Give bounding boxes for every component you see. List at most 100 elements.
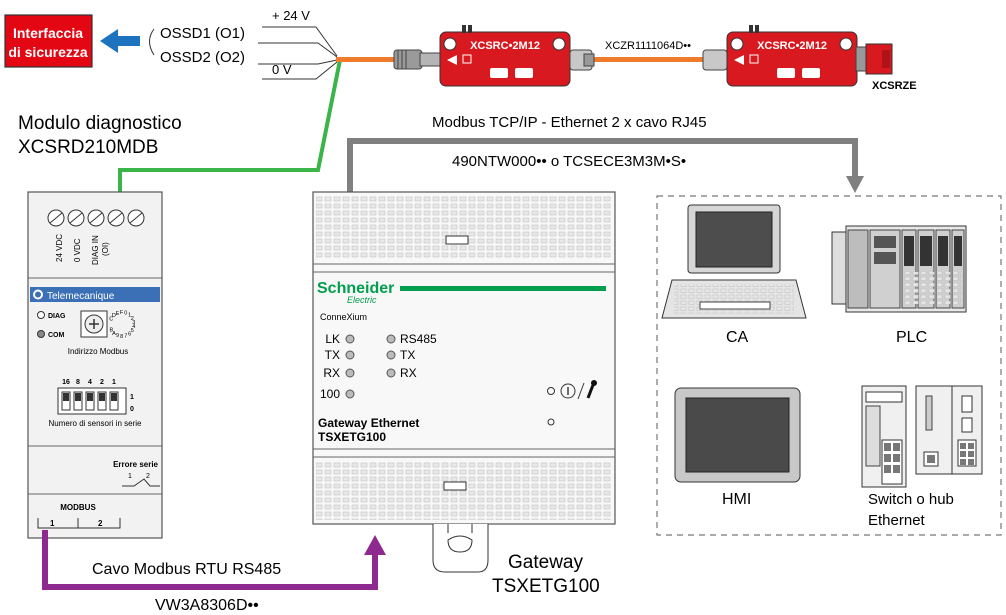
dip-on-label: 1 — [130, 394, 134, 401]
terminal-diag-in: DIAG IN — [91, 235, 100, 265]
dip-value-1: 1 — [112, 379, 116, 386]
hex-dial-digit: D — [112, 313, 116, 319]
hex-dial-digit: 7 — [124, 333, 127, 339]
error-pin-2: 2 — [146, 473, 150, 480]
hex-dial-digit: 8 — [120, 334, 123, 340]
led-label-lk: LK — [325, 332, 340, 346]
ethernet-cable — [347, 138, 858, 192]
dip-value-8: 8 — [76, 379, 80, 386]
error-series-label: Errore serie — [113, 460, 158, 469]
hex-dial-digit: C — [109, 317, 113, 323]
diag-module-title: Modulo diagnostico — [18, 113, 182, 134]
m12-connector-left — [393, 49, 441, 70]
led-label-rx: RX — [323, 366, 340, 380]
hex-dial-digit: A — [112, 331, 116, 337]
sensor1-label: XCSRC•2M12 — [470, 40, 540, 52]
electric-logo-text: Electric — [347, 295, 377, 305]
plus24-label: + 24 V — [272, 8, 310, 23]
dip-value-16: 16 — [62, 379, 70, 386]
network-cable-ref: 490NTW000•• o TCSECE3M3M•S• — [452, 153, 686, 170]
device-label-hmi: HMI — [722, 491, 751, 508]
terminal-24vdc: 24 VDC — [55, 234, 64, 262]
safety-interface-box: Interfaccia di sicurezza — [4, 14, 93, 68]
hex-dial-digit: 0 — [124, 311, 127, 317]
orange-cable-1 — [336, 57, 396, 62]
diag-led-icon — [37, 311, 45, 319]
com-led-label: COM — [48, 332, 65, 339]
modbus-label: MODBUS — [60, 503, 96, 512]
led-label-rs-tx: TX — [400, 348, 415, 362]
hmi-icon — [674, 387, 801, 483]
hex-dial-digit: B — [109, 327, 113, 333]
led-label-rs-rx: RX — [400, 366, 417, 380]
connexium-label: ConneXium — [320, 312, 367, 322]
hex-dial-digit: 2 — [131, 316, 134, 322]
gateway-panel-title: Gateway Ethernet — [318, 416, 419, 430]
modbus-port-1: 1 — [50, 519, 55, 528]
plc-icon — [831, 225, 967, 313]
diag-module: 24 VDC 0 VDC DIAG IN (OI) Telemecanique … — [27, 191, 163, 539]
modbus-port-2: 2 — [98, 519, 103, 528]
modbus-cable — [42, 530, 378, 590]
gateway-caption-1: Gateway — [508, 552, 583, 573]
dip-values: 16 8 4 2 1 — [62, 379, 116, 386]
schneider-logo-text: Schneider — [317, 280, 394, 297]
switch-icon-1 — [861, 385, 907, 488]
relay-contact-icon — [122, 478, 160, 487]
modbus-cable-label: Cavo Modbus RTU RS485 — [92, 561, 281, 578]
safety-interface-line1: Interfaccia — [13, 25, 83, 41]
hex-dial-digit: 4 — [132, 324, 135, 330]
switch-icon-2 — [915, 385, 983, 475]
led-label-rs485: RS485 — [400, 332, 437, 346]
diag-led-label: DIAG — [48, 313, 66, 320]
rotary-switch-icon[interactable] — [80, 310, 108, 338]
hex-dial-digit: E — [116, 311, 120, 317]
device-label-ca: CA — [726, 329, 749, 346]
diag-module-model: XCSRD210MDB — [18, 137, 158, 158]
sensor2-label: XCSRC•2M12 — [757, 40, 827, 52]
safety-sensor-1: XCSRC•2M12 — [439, 25, 595, 87]
computer-icon — [661, 204, 807, 319]
brand-band — [30, 287, 160, 302]
screw-terminals — [47, 209, 145, 227]
led-label-tx: TX — [325, 348, 340, 362]
reset-hole-icon — [547, 418, 555, 426]
dip-off-label: 0 — [130, 406, 134, 413]
device-label-plc: PLC — [896, 329, 927, 346]
com-led-icon — [37, 330, 45, 338]
terminal-oi: (OI) — [101, 242, 110, 256]
device-label-switch-2: Ethernet — [868, 512, 926, 529]
dip-value-4: 4 — [88, 379, 92, 386]
dip-switch[interactable] — [57, 387, 127, 415]
gateway-panel-model: TSXETG100 — [318, 430, 386, 444]
zero-volt-label: 0 V — [272, 62, 292, 77]
ethernet-arrow-icon — [846, 176, 864, 193]
led-label-100: 100 — [320, 387, 340, 401]
hex-dial-digit: 9 — [116, 333, 119, 339]
sensor-count-label: Numero di sensori in serie — [49, 419, 142, 428]
error-pin-1: 1 — [128, 473, 132, 480]
gateway-leds: LK TX RX 100 RS485 TX RX — [320, 332, 437, 401]
blue-arrow-icon — [100, 29, 140, 53]
gateway-caption-2: TSXETG100 — [492, 576, 600, 597]
cable-xczr-label: XCZR1111064D•• — [605, 40, 691, 52]
gateway-device — [312, 191, 616, 573]
terminal-0vdc: 0 VDC — [73, 238, 82, 262]
signal-wires — [258, 26, 338, 80]
ossd1-label: OSSD1 (O1) — [160, 25, 245, 42]
orange-cable-2 — [590, 57, 705, 62]
device-label-switch-1: Switch o hub — [868, 491, 954, 508]
modbus-cable-ref: VW3A8306D•• — [155, 597, 259, 614]
green-diag-wire — [118, 59, 342, 192]
brand-stripe — [400, 286, 606, 291]
ossd2-label: OSSD2 (O2) — [160, 49, 245, 66]
safety-interface-line2: di sicurezza — [8, 44, 88, 60]
hex-dial-digit: 5 — [131, 328, 134, 334]
dip-value-2: 2 — [100, 379, 104, 386]
ossd-brace — [149, 28, 155, 56]
terminator-label: XCSRZE — [872, 80, 917, 92]
hex-dial-digit: F — [120, 310, 124, 316]
power-wrench-icon[interactable] — [547, 380, 598, 400]
